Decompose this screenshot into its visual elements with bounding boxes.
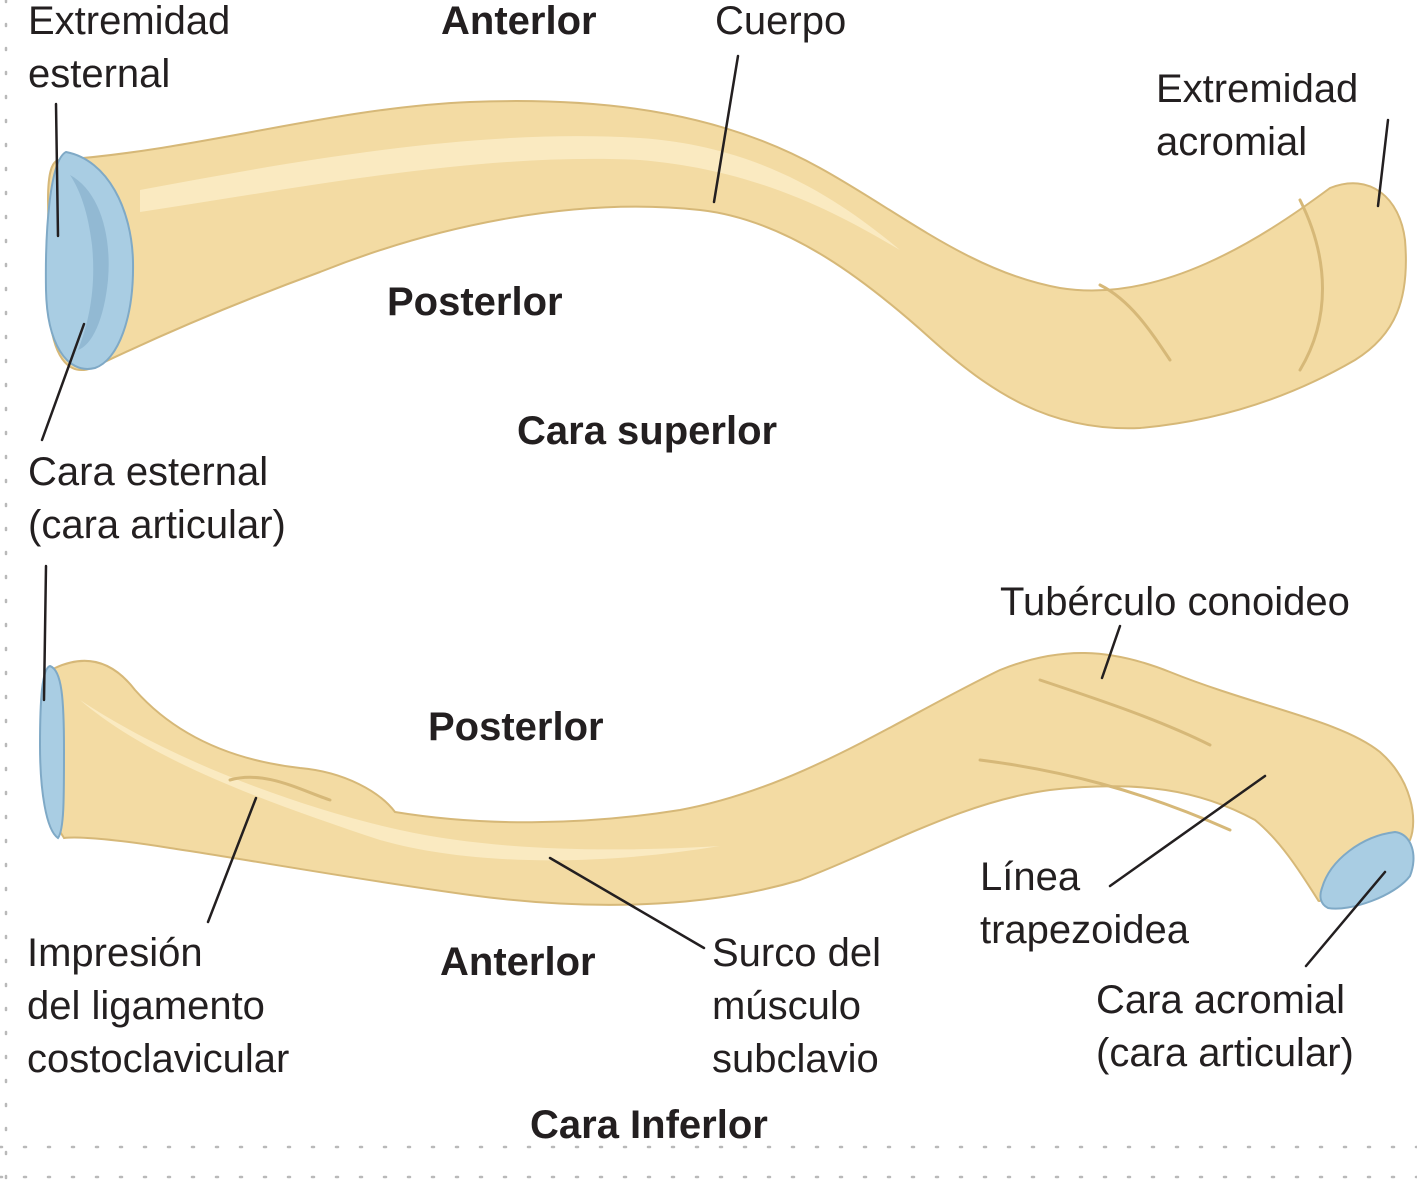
sternal-articular-facet-superior [44, 150, 135, 370]
label-sternal-end-line2: esternal [28, 52, 171, 96]
label-acromial-facet: Cara acromial (cara articular) [1096, 974, 1354, 1080]
leader-sternal-facet-inferior [42, 564, 48, 702]
clavicle-inferior-contour [228, 775, 332, 802]
leader-sternal-end [54, 102, 60, 238]
label-sternal-facet: Cara esternal (cara articular) [28, 446, 286, 552]
caption-inferior-view: Cara Inferlor [530, 1103, 768, 1147]
leader-trapezoid-line [1108, 774, 1267, 888]
label-costoclavicular-line3: costoclavicular [27, 1037, 290, 1081]
label-sternal-facet-line1: Cara esternal [28, 450, 269, 494]
caption-superior-view: Cara superlor [517, 409, 778, 453]
leader-subclavius-groove [548, 856, 706, 950]
label-subclavius-groove: Surco del músculo subclavio [712, 927, 881, 1086]
leader-acromial-end [1376, 118, 1390, 208]
clavicle-inferior-contour-2 [1038, 678, 1212, 747]
sternal-articular-facet-inferior [38, 664, 66, 840]
acromial-articular-facet [1319, 830, 1415, 910]
clavicle-inferior-bone [40, 652, 1415, 906]
label-sternal-facet-line2: (cara articular) [28, 503, 286, 547]
leader-sternal-facet-superior [40, 322, 86, 442]
label-trapezoid-line-line1: Línea [980, 855, 1081, 899]
label-sternal-end: Extremidad esternal [28, 0, 230, 101]
label-subclavius-line1: Surco del [712, 931, 881, 975]
label-body: Cuerpo [715, 0, 847, 43]
clavicle-inferior-contour-3 [978, 758, 1232, 832]
label-costoclavicular-line1: Impresión [27, 931, 203, 975]
label-conoid-tubercle: Tubérculo conoideo [1000, 580, 1350, 624]
label-acromial-facet-line2: (cara articular) [1096, 1031, 1354, 1075]
label-anterior-superior-view: Anterlor [441, 0, 597, 43]
label-acromial-end-line1: Extremidad [1156, 67, 1359, 111]
leader-acromial-facet [1304, 870, 1387, 968]
clavicle-superior-highlight [140, 136, 900, 250]
label-acromial-end: Extremidad acromial [1156, 63, 1358, 169]
clavicle-inferior-view [38, 652, 1415, 910]
label-costoclavicular-impression: Impresión del ligamento costoclavicular [27, 927, 289, 1086]
leader-body [712, 54, 740, 204]
label-trapezoid-line-line2: trapezoidea [980, 908, 1190, 952]
clavicle-superior-contour [1098, 283, 1172, 362]
label-posterior-inferior-view: Posterlor [428, 705, 604, 749]
leader-conoid-tubercle [1100, 624, 1122, 680]
label-subclavius-line3: subclavio [712, 1037, 879, 1081]
clavicle-superior-view [44, 100, 1407, 430]
label-acromial-facet-line1: Cara acromial [1096, 978, 1345, 1022]
label-costoclavicular-line2: del ligamento [27, 984, 265, 1028]
label-trapezoid-line: Línea trapezoidea [980, 851, 1189, 957]
label-acromial-end-line2: acromial [1156, 120, 1308, 164]
label-sternal-end-line1: Extremidad [28, 0, 231, 43]
label-anterior-inferior-view: Anterlor [440, 940, 596, 984]
label-subclavius-line2: músculo [712, 984, 861, 1028]
sternal-facet-inner-shading [70, 175, 109, 350]
leader-costoclavicular [206, 796, 258, 924]
leader-lines [40, 54, 1390, 968]
label-posterior-superior-view: Posterlor [387, 280, 563, 324]
clavicle-superior-bone [46, 100, 1407, 430]
clavicle-superior-contour-2 [1298, 198, 1324, 372]
